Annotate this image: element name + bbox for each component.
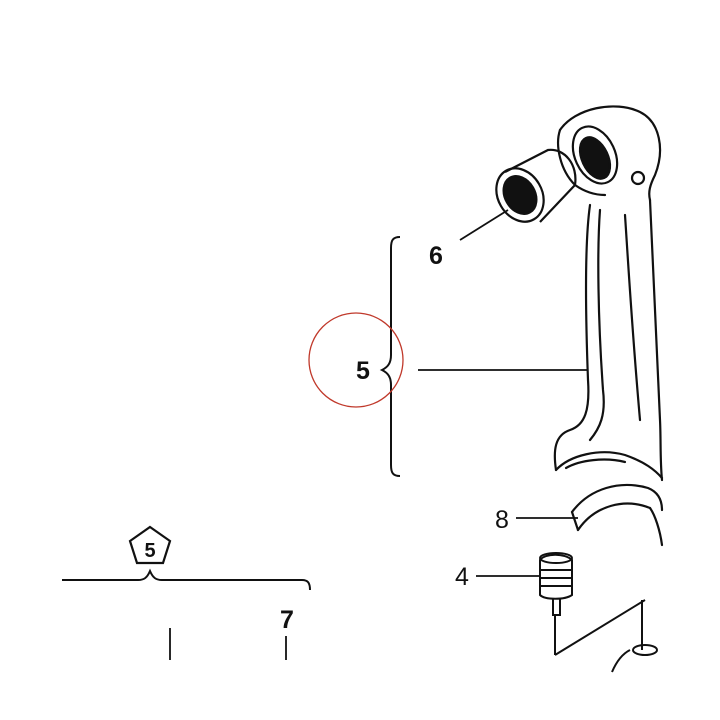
callout-part-4: 4 bbox=[455, 563, 469, 591]
horizontal-bracket bbox=[62, 568, 311, 591]
connecting-rod bbox=[553, 105, 664, 547]
leader-lines bbox=[169, 209, 588, 660]
vertical-bracket bbox=[379, 236, 401, 477]
nut-detail bbox=[554, 599, 658, 673]
callout-part-7: 7 bbox=[280, 606, 294, 634]
pentagon-symbol: 5 bbox=[128, 525, 172, 565]
pentagon-label: 5 bbox=[144, 540, 155, 562]
leader-part-6 bbox=[459, 209, 509, 241]
highlight-circle bbox=[308, 312, 404, 408]
bushing-part-6 bbox=[495, 148, 577, 223]
bolt-part-4 bbox=[539, 552, 573, 616]
callout-part-8: 8 bbox=[495, 506, 509, 534]
pentagon-icon bbox=[128, 525, 172, 565]
callout-part-5: 5 bbox=[356, 357, 370, 385]
callout-part-6: 6 bbox=[429, 242, 443, 270]
